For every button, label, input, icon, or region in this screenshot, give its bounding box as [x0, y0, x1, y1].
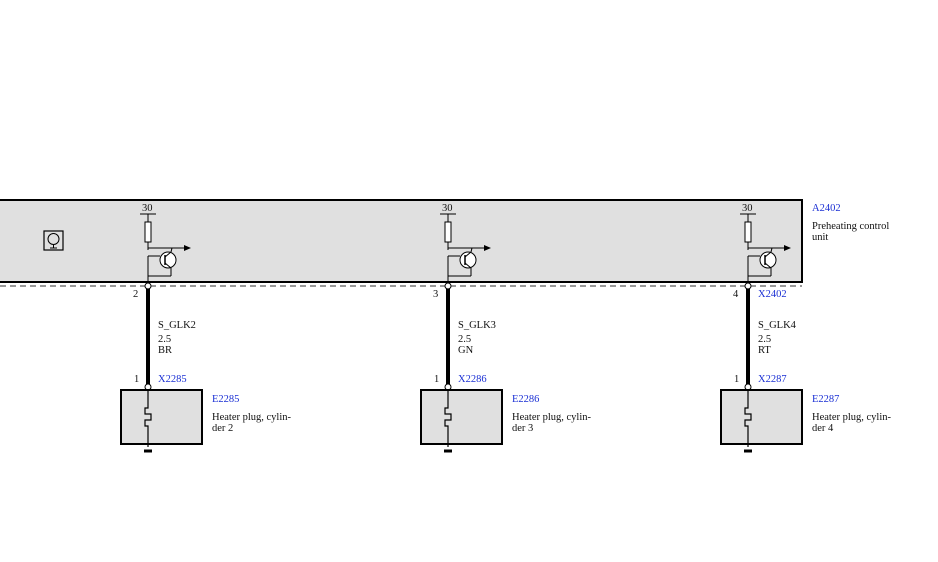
- wire-gauge: 2.5: [158, 334, 171, 345]
- transistor-symbol: [447, 247, 477, 283]
- supply-label: 30: [442, 203, 453, 214]
- component-code[interactable]: E2287: [812, 394, 839, 405]
- plug-pin-number: 1: [434, 374, 439, 385]
- control-unit-name-line1: Preheating control: [812, 221, 889, 232]
- heating-element-icon: [744, 390, 752, 447]
- supply-label: 30: [142, 203, 153, 214]
- circuit-cylinder-3: 30 3 S_GLK3 2.5 GN 1 X2286 E2286 Heater …: [420, 203, 592, 453]
- component-name-line2: der 4: [812, 423, 834, 434]
- component-name-line1: Heater plug, cylin-: [812, 412, 892, 423]
- plug-connector[interactable]: X2287: [758, 374, 787, 385]
- component-code[interactable]: E2285: [212, 394, 239, 405]
- supply-symbol: [440, 213, 491, 251]
- transistor-symbol: [147, 247, 177, 283]
- transistor-symbol: [747, 247, 777, 283]
- control-unit-housing: [0, 199, 803, 283]
- plug-pin-number: 1: [734, 374, 739, 385]
- pin-number: 4: [733, 289, 739, 300]
- pin-number: 3: [433, 289, 438, 300]
- signal-name: S_GLK4: [758, 320, 797, 331]
- plug-connector[interactable]: X2285: [158, 374, 187, 385]
- control-unit-name-line2: unit: [812, 232, 828, 243]
- plug-connector[interactable]: X2286: [458, 374, 487, 385]
- wire-color: RT: [758, 345, 771, 356]
- heater-plug-box: [120, 389, 203, 445]
- pin-number: 2: [133, 289, 138, 300]
- circuit-cylinder-4: 30 4 S_GLK4 2.5 RT 1 X2287 E2287 Heater …: [720, 203, 892, 453]
- component-name-line1: Heater plug, cylin-: [512, 412, 592, 423]
- diagnosis-icon: [43, 230, 64, 251]
- component-name-line1: Heater plug, cylin-: [212, 412, 292, 423]
- signal-name: S_GLK3: [458, 320, 496, 331]
- component-code[interactable]: E2286: [512, 394, 539, 405]
- component-name-line2: der 3: [512, 423, 533, 434]
- component-name-line2: der 2: [212, 423, 233, 434]
- wire-color: GN: [458, 345, 474, 356]
- heating-element-icon: [444, 390, 452, 447]
- control-unit-connector[interactable]: X2402: [758, 289, 787, 300]
- signal-name: S_GLK2: [158, 320, 196, 331]
- pin-terminal: [444, 282, 452, 290]
- control-unit-code[interactable]: A2402: [812, 203, 841, 214]
- heater-plug-box: [720, 389, 803, 445]
- pin-terminal: [744, 282, 752, 290]
- supply-symbol: [140, 213, 191, 251]
- plug-pin-number: 1: [134, 374, 139, 385]
- circuit-cylinder-2: 30 2 S_GLK2 2.5 BR 1 X2285 E2285 Heater …: [120, 203, 292, 453]
- pin-terminal: [144, 282, 152, 290]
- heating-element-icon: [144, 390, 152, 447]
- wire-color: BR: [158, 345, 172, 356]
- supply-symbol: [740, 213, 791, 251]
- wire-gauge: 2.5: [758, 334, 771, 345]
- supply-label: 30: [742, 203, 753, 214]
- wire-gauge: 2.5: [458, 334, 471, 345]
- heater-plug-box: [420, 389, 503, 445]
